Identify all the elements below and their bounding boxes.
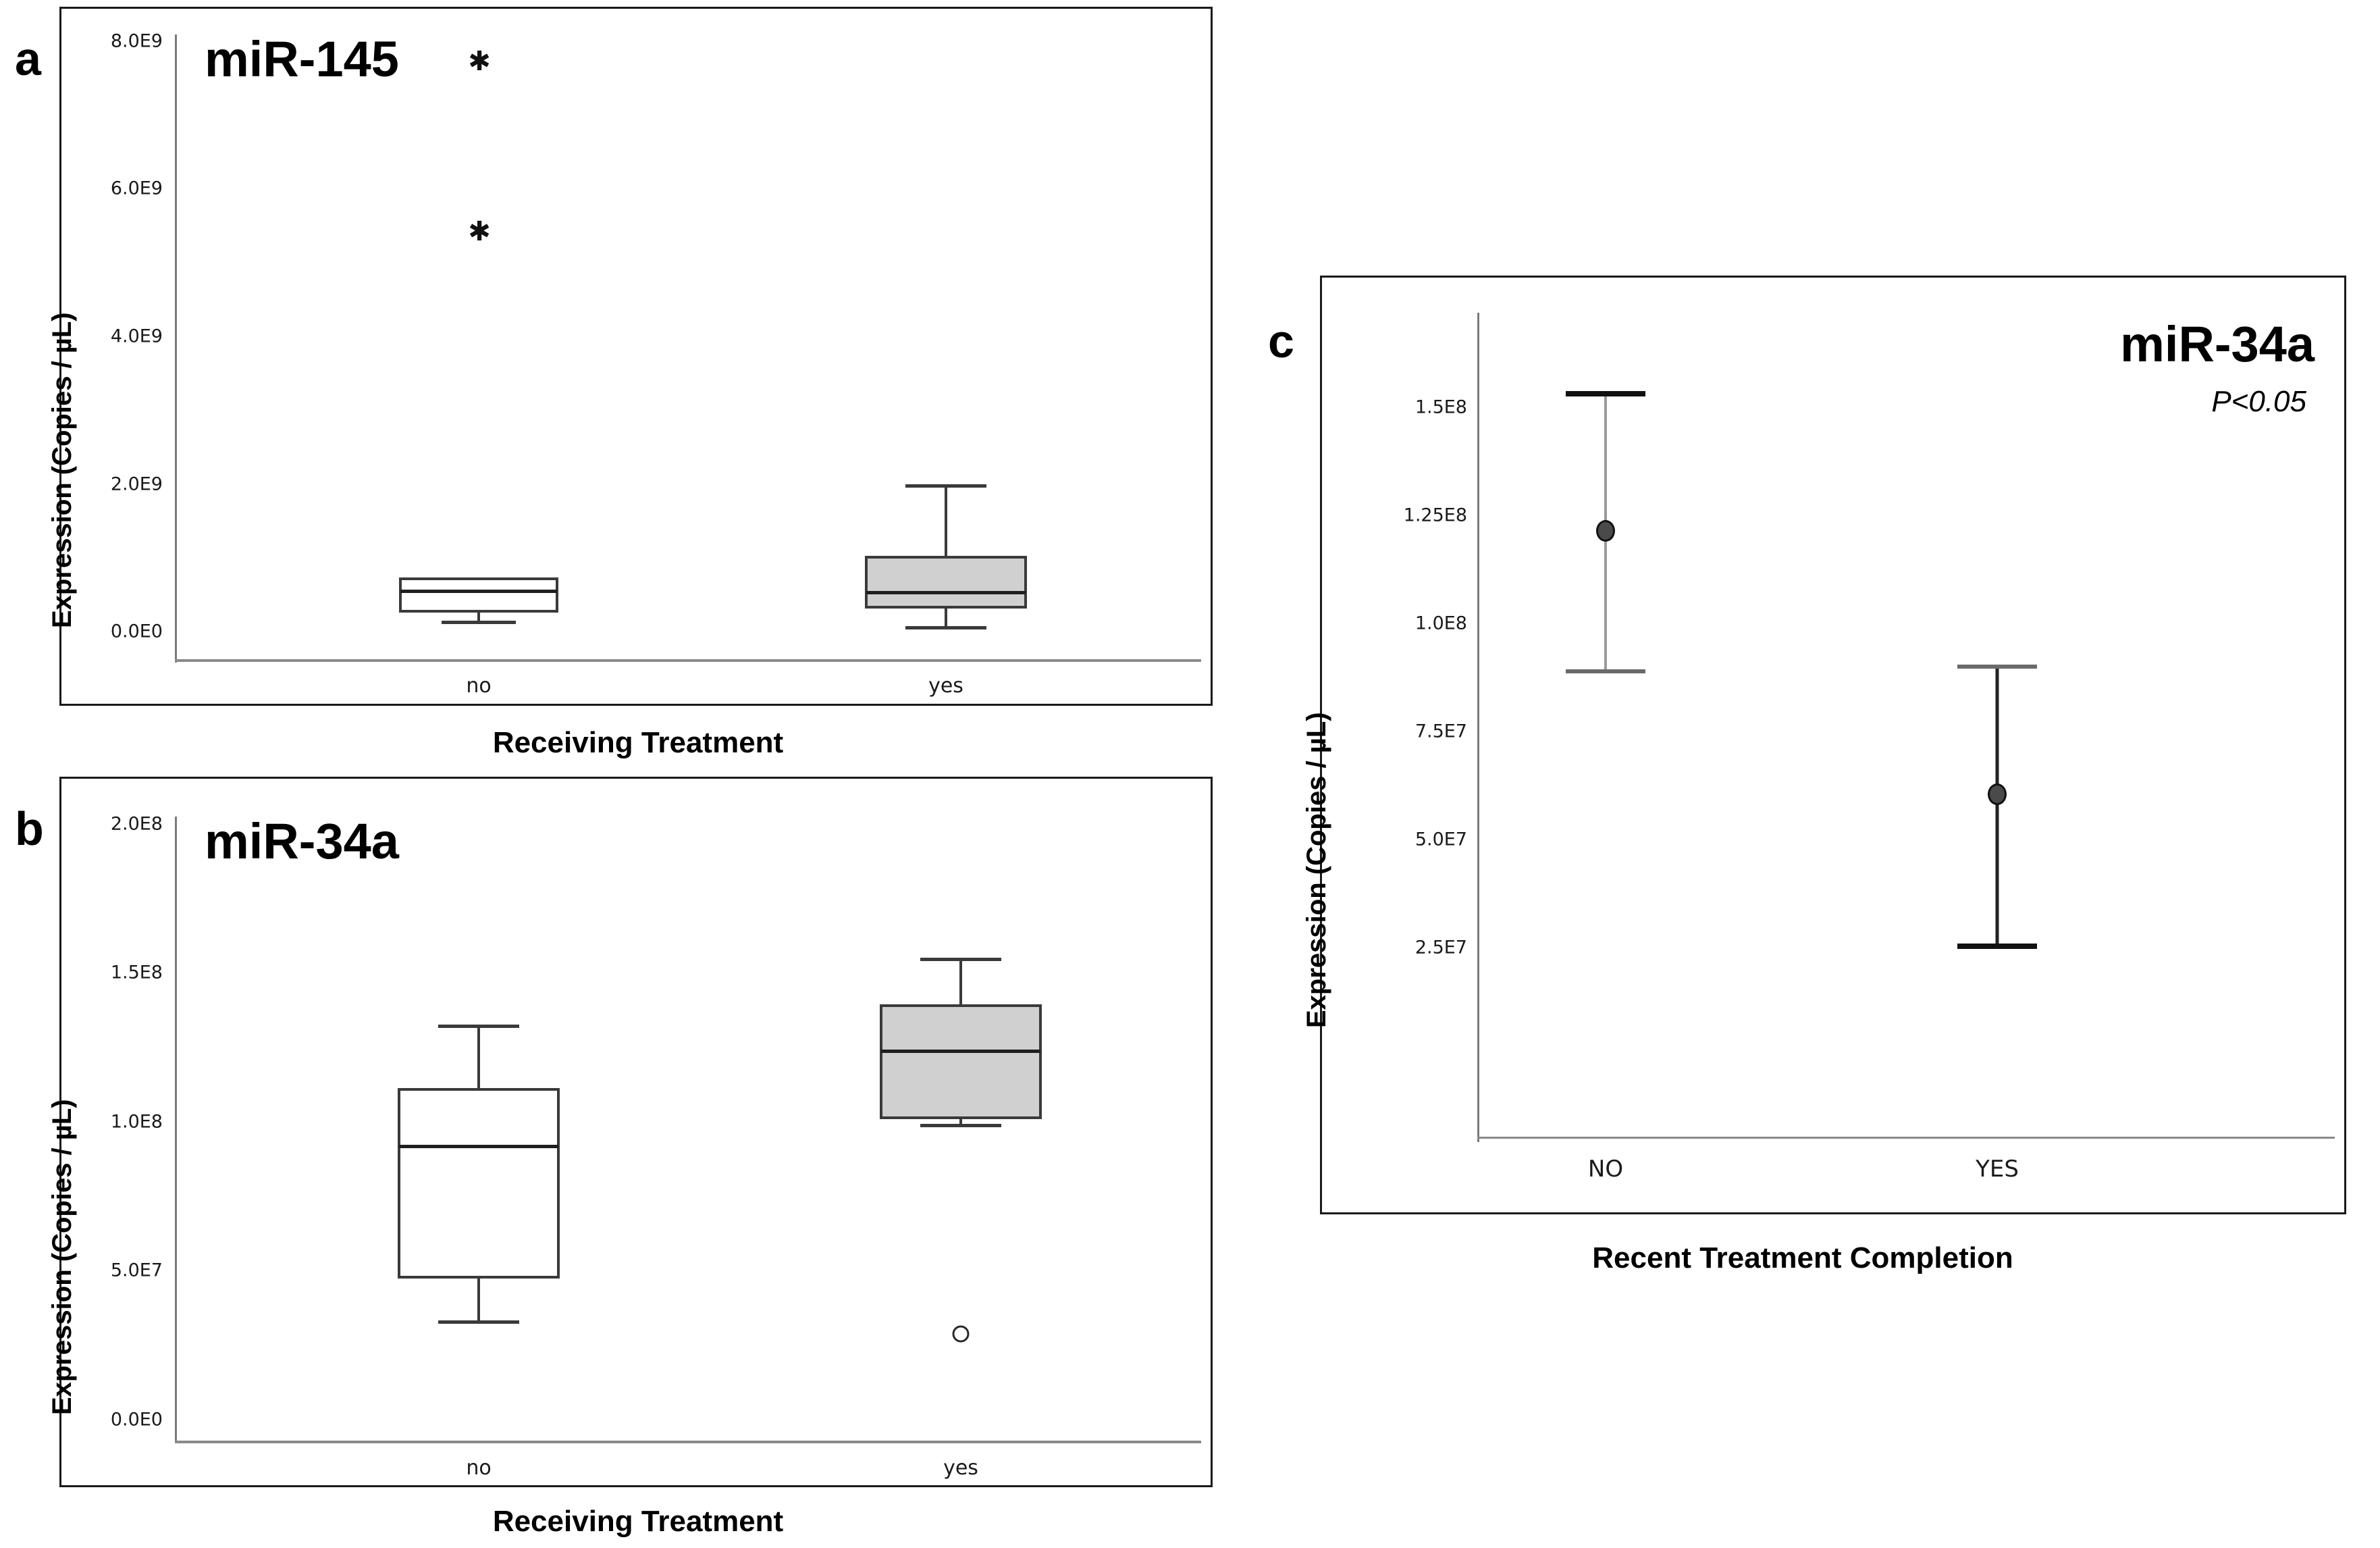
panel-a-ytick-0: 8.0E9 xyxy=(110,30,163,52)
panel-a-median-yes xyxy=(866,591,1026,594)
panel-c-errorbar-cap-high-no xyxy=(1566,391,1645,396)
panel-a-letter: a xyxy=(15,32,41,85)
panel-a-ytick-1: 6.0E9 xyxy=(110,178,163,199)
panel-b-ytick-4: 0.0E0 xyxy=(110,1409,163,1430)
panel-a-box-rect-no xyxy=(399,577,558,613)
panel-b-whisker-low-no xyxy=(477,1277,480,1323)
panel-a-ytick-4: 0.0E0 xyxy=(110,621,163,642)
panel-b: 2.0E8 1.5E8 1.0E8 5.0E7 0.0E0 miR-34a no… xyxy=(59,777,1213,1487)
panel-b-letter: b xyxy=(15,802,44,855)
panel-b-ytick-3: 5.0E7 xyxy=(110,1260,163,1281)
panel-c-xtick-yes: YES xyxy=(1976,1156,2019,1183)
panel-b-y-axis-label: Expression (Copies / µL) xyxy=(47,1099,77,1415)
panel-b-whisker-cap-low-no xyxy=(438,1320,519,1324)
panel-a-x-axis-label: Receiving Treatment xyxy=(492,726,784,759)
panel-a-median-no xyxy=(400,590,557,593)
panel-c: 1.5E8 1.25E8 1.0E8 7.5E7 5.0E7 2.5E7 miR… xyxy=(1320,276,2346,1214)
panel-c-errorbar-cap-low-no xyxy=(1566,669,1645,673)
panel-c-ytick-5: 2.5E7 xyxy=(1414,937,1467,958)
panel-b-whisker-high-no xyxy=(477,1026,480,1091)
panel-c-ytick-4: 5.0E7 xyxy=(1414,829,1467,850)
panel-b-whisker-low-yes xyxy=(959,1116,962,1126)
panel-c-ytick-3: 7.5E7 xyxy=(1414,721,1467,742)
panel-a-outlier-no-1: ✱ xyxy=(468,46,491,77)
panel-a-whisker-cap-low-yes xyxy=(905,626,986,629)
panel-c-x-axis xyxy=(1477,1137,2335,1139)
panel-c-errorbar-marker-yes xyxy=(1988,783,2007,805)
panel-c-errorbar-cap-low-yes xyxy=(1957,944,2037,949)
panel-c-y-axis-label: Expression (Copies / µL) xyxy=(1302,712,1331,1028)
panel-a-ytick-2: 4.0E9 xyxy=(110,326,163,347)
panel-b-series-title: miR-34a xyxy=(205,813,399,869)
panel-b-ytick-0: 2.0E8 xyxy=(110,813,163,835)
panel-c-errorbar-line-yes xyxy=(1995,667,1999,948)
panel-a-whisker-cap-high-yes xyxy=(905,484,986,488)
panel-a-xtick-no: no xyxy=(466,674,492,698)
panel-a-whisker-low-yes xyxy=(945,609,947,629)
panel-b-ytick-1: 1.5E8 xyxy=(110,962,163,983)
panel-c-series-title: miR-34a xyxy=(2120,316,2315,372)
panel-c-letter: c xyxy=(1268,315,1294,367)
panel-b-x-axis xyxy=(175,1441,1201,1443)
panel-b-ytick-2: 1.0E8 xyxy=(110,1111,163,1133)
panel-a-whisker-low-no xyxy=(477,611,480,623)
panel-a-whisker-high-yes xyxy=(945,486,947,557)
panel-b-xtick-no: no xyxy=(466,1456,492,1480)
panel-a-box-rect-yes xyxy=(865,556,1027,609)
panel-a: 8.0E9 6.0E9 4.0E9 2.0E9 0.0E0 miR-145 ✱ … xyxy=(59,7,1213,706)
panel-a-series-title: miR-145 xyxy=(205,31,399,87)
panel-c-errorbar-marker-no xyxy=(1596,520,1615,542)
panel-b-whisker-cap-high-yes xyxy=(920,958,1001,961)
panel-b-box-rect-yes xyxy=(880,1004,1042,1119)
panel-b-x-axis-label: Receiving Treatment xyxy=(492,1505,784,1538)
panel-c-errorbar-cap-high-yes xyxy=(1957,665,2037,669)
panel-b-y-axis xyxy=(175,817,177,1443)
panel-b-whisker-high-yes xyxy=(959,960,962,1006)
panel-a-y-axis-label: Expression (Copies / µL) xyxy=(47,312,77,628)
panel-c-ytick-2: 1.0E8 xyxy=(1414,613,1467,634)
panel-b-median-yes xyxy=(881,1050,1040,1053)
panel-b-xtick-yes: yes xyxy=(943,1456,978,1480)
panel-a-x-axis xyxy=(175,659,1201,662)
panel-c-xtick-no: NO xyxy=(1587,1156,1624,1183)
panel-b-whisker-cap-low-yes xyxy=(920,1124,1001,1127)
panel-c-y-axis xyxy=(1477,313,1479,1142)
panel-c-pvalue: P<0.05 xyxy=(2211,385,2306,418)
panel-c-x-axis-label: Recent Treatment Completion xyxy=(1592,1241,2013,1274)
panel-b-whisker-cap-high-no xyxy=(438,1025,519,1028)
panel-c-ytick-1: 1.25E8 xyxy=(1403,505,1467,526)
panel-a-whisker-cap-low-no xyxy=(442,621,516,624)
panel-c-ytick-0: 1.5E8 xyxy=(1414,396,1467,418)
panel-b-outlier-yes xyxy=(952,1325,970,1343)
panel-b-box-rect-no xyxy=(398,1088,560,1279)
panel-b-median-no xyxy=(399,1145,558,1148)
panel-a-xtick-yes: yes xyxy=(928,674,963,698)
panel-a-ytick-3: 2.0E9 xyxy=(110,473,163,495)
panel-a-outlier-no-2: ✱ xyxy=(468,216,491,247)
panel-a-y-axis xyxy=(175,34,177,663)
